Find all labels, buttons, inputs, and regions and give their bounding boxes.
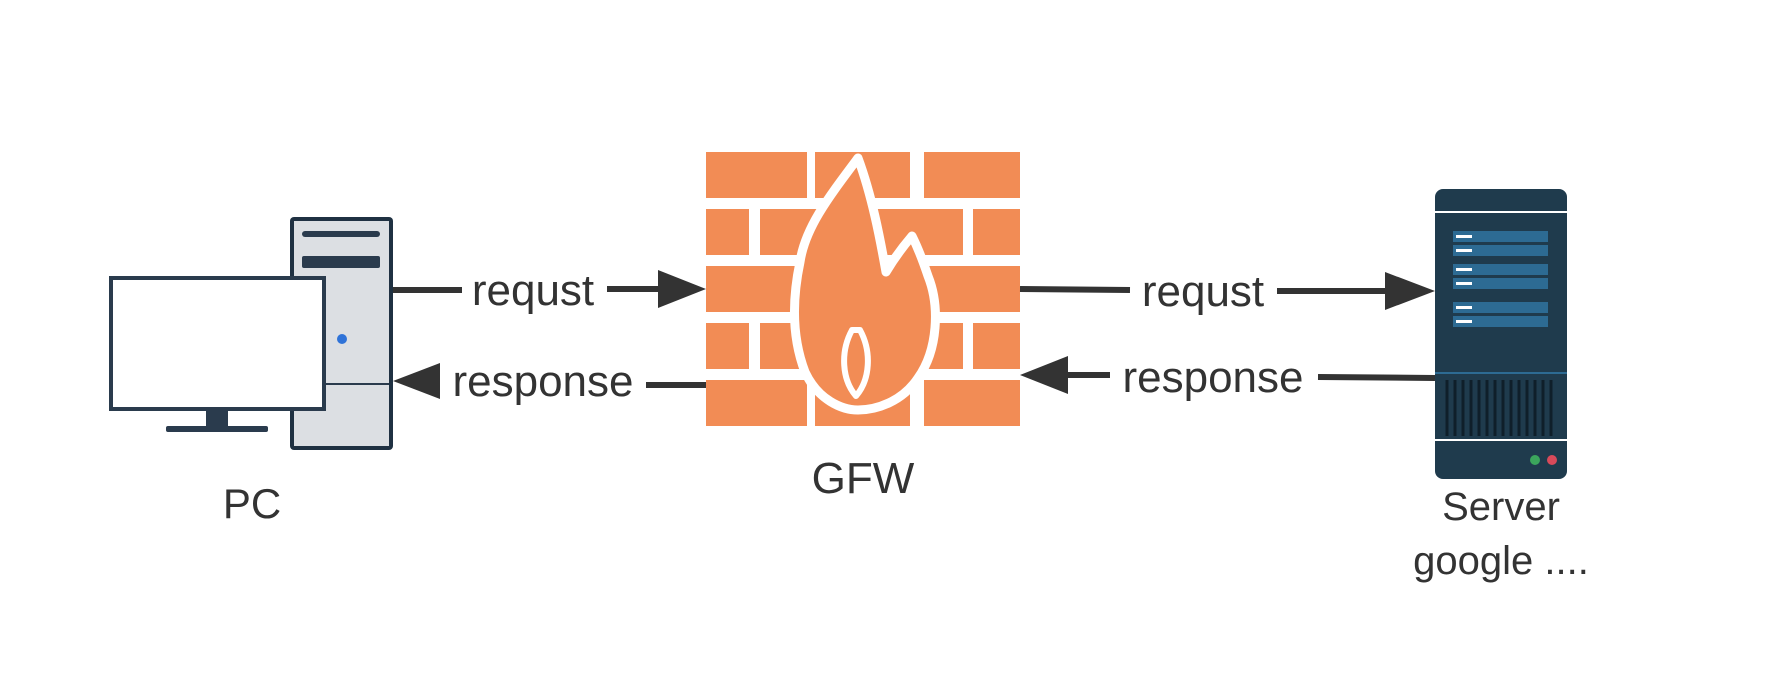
pc-label: PC — [223, 480, 281, 527]
firewall-icon — [706, 152, 1020, 426]
pc-node: PC — [109, 217, 393, 527]
edge-label-request: requst — [472, 266, 594, 315]
desktop-computer-icon — [109, 217, 393, 450]
gfw-node: GFW — [706, 152, 1020, 503]
arrowhead-right — [1385, 272, 1435, 310]
edge-pc-to-gfw: requst — [393, 266, 706, 315]
gfw-label: GFW — [812, 454, 915, 503]
edge-server-to-gfw: response — [1020, 353, 1436, 402]
edge-label-response: response — [452, 357, 633, 406]
arrowhead-left — [1020, 356, 1068, 394]
server-tower-icon — [1435, 189, 1567, 479]
edge-label-request: requst — [1142, 267, 1264, 316]
server-label: Server — [1442, 485, 1560, 529]
server-sublabel: google .... — [1413, 539, 1589, 583]
edge-label-response: response — [1122, 353, 1303, 402]
edge-gfw-to-server: requst — [1019, 267, 1435, 316]
server-node: Server google .... — [1413, 189, 1589, 583]
edge-gfw-to-pc: response — [393, 357, 706, 406]
arrowhead-right — [658, 270, 706, 308]
arrowhead-left — [393, 363, 440, 399]
